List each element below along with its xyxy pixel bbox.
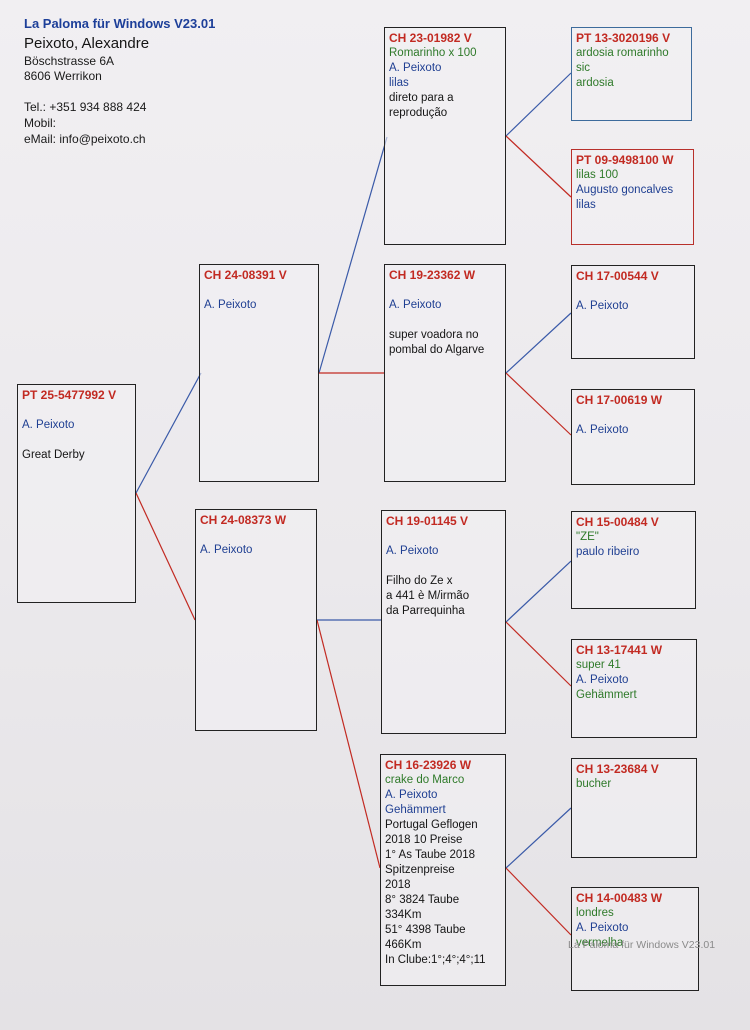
dam-card: CH 24-08373 W A. Peixoto	[195, 509, 317, 731]
color-text: vermelha	[576, 937, 624, 949]
note-line: Portugal Geflogen	[385, 819, 478, 831]
great-grandparent-card-7: CH 13-23684 V bucher	[571, 758, 697, 858]
owner-phone: Tel.: +351 934 888 424	[24, 100, 147, 114]
ring-number: CH 23-01982 V	[389, 31, 472, 45]
note-line: Great Derby	[22, 449, 85, 461]
breeder-name: Augusto goncalves	[576, 184, 674, 196]
breeder-name: A. Peixoto	[576, 674, 629, 686]
note-line: direto para a	[389, 92, 454, 104]
line-text: londres	[576, 907, 614, 919]
dam-dam-card: CH 16-23926 W crake do Marco A. Peixoto …	[380, 754, 506, 986]
note-line: pombal do Algarve	[389, 344, 485, 356]
breeder-name: A. Peixoto	[389, 299, 442, 311]
connector-g6	[505, 621, 572, 687]
great-grandparent-card-3: CH 17-00544 V A. Peixoto	[571, 265, 695, 359]
connector-g8	[505, 867, 572, 936]
connector-g5	[505, 560, 572, 623]
note-line: 2018	[385, 879, 411, 891]
note-line: Spitzenpreise	[385, 864, 455, 876]
great-grandparent-card-2: PT 09-9498100 W lilas 100 Augusto goncal…	[571, 149, 694, 245]
color-text: Gehämmert	[576, 689, 637, 701]
app-title: La Paloma für Windows V23.01	[24, 16, 216, 31]
note-line: reprodução	[389, 107, 448, 119]
ring-number: CH 24-08373 W	[200, 513, 287, 527]
owner-mobile: Mobil:	[24, 116, 57, 130]
ring-number: PT 13-3020196 V	[576, 31, 671, 45]
great-grandparent-card-5: CH 15-00484 V "ZE" paulo ribeiro	[571, 511, 696, 609]
line-text: Romarinho x 100	[389, 47, 477, 59]
owner-name: Peixoto, Alexandre	[24, 35, 150, 52]
ring-number: CH 15-00484 V	[576, 515, 659, 529]
connector-dam	[135, 492, 196, 621]
color-text: sic	[576, 62, 591, 74]
great-grandparent-card-1: PT 13-3020196 V ardosia romarinho sic ar…	[571, 27, 692, 121]
line-text: super 41	[576, 659, 621, 671]
owner-street: Böschstrasse 6A	[24, 54, 115, 68]
line-text: lilas 100	[576, 169, 619, 181]
connector-g7	[505, 807, 572, 869]
sire-card: CH 24-08391 V A. Peixoto	[199, 264, 319, 482]
breeder-name: paulo ribeiro	[576, 546, 640, 558]
ring-number: PT 09-9498100 W	[576, 153, 674, 167]
sire-sire-card: CH 23-01982 V Romarinho x 100 A. Peixoto…	[384, 27, 506, 245]
note-line: 51° 4398 Taube	[385, 924, 466, 936]
connector-sire	[135, 372, 202, 494]
line-text: "ZE"	[576, 531, 599, 543]
ring-number: PT 25-5477992 V	[22, 388, 117, 402]
connector-g3	[505, 312, 572, 374]
owner-email: eMail: info@peixoto.ch	[24, 132, 146, 146]
connector-g4	[505, 372, 572, 436]
note-line: 334Km	[385, 909, 422, 921]
breeder-name: A. Peixoto	[386, 545, 439, 557]
breeder-name: A. Peixoto	[576, 922, 629, 934]
breeder-name: A. Peixoto	[576, 300, 629, 312]
note-line: Filho do Ze x	[386, 575, 453, 587]
ring-number: CH 16-23926 W	[385, 758, 472, 772]
breeder-name: A. Peixoto	[200, 544, 253, 556]
watermark-text: La Paloma für Windows V23.01	[568, 939, 716, 951]
ring-number: CH 13-23684 V	[576, 762, 659, 776]
note-line: 8° 3824 Taube	[385, 894, 460, 906]
connector-sire-sire	[318, 136, 388, 374]
connector-dam-dam	[316, 619, 381, 869]
ring-number: CH 17-00544 V	[576, 269, 659, 283]
sire-dam-card: CH 19-23362 W A. Peixoto super voadora n…	[384, 264, 506, 482]
line-text: bucher	[576, 778, 612, 790]
note-line: In Clube:1°;4°;4°;11	[385, 954, 486, 966]
connector-g2	[505, 135, 572, 198]
breeder-name: A. Peixoto	[22, 419, 75, 431]
line-text: ardosia romarinho	[576, 47, 669, 59]
line-text: crake do Marco	[385, 774, 465, 786]
great-grandparent-card-6: CH 13-17441 W super 41 A. Peixoto Gehämm…	[571, 639, 697, 738]
color-text: lilas	[389, 77, 409, 89]
color-text: Gehämmert	[385, 804, 446, 816]
color-text: lilas	[576, 199, 596, 211]
connector-g1	[505, 72, 572, 137]
breeder-name: A. Peixoto	[204, 299, 257, 311]
ring-number: CH 17-00619 W	[576, 393, 663, 407]
note-line: 466Km	[385, 939, 422, 951]
dam-sire-card: CH 19-01145 V A. Peixoto Filho do Ze x a…	[381, 510, 506, 734]
ring-number: CH 14-00483 W	[576, 891, 663, 905]
ring-number: CH 19-01145 V	[386, 514, 469, 528]
subject-card: PT 25-5477992 V A. Peixoto Great Derby	[17, 384, 136, 603]
ring-number: CH 13-17441 W	[576, 643, 663, 657]
breeder-name: A. Peixoto	[389, 62, 442, 74]
great-grandparent-card-4: CH 17-00619 W A. Peixoto	[571, 389, 695, 485]
ring-number: CH 24-08391 V	[204, 268, 287, 282]
owner-city: 8606 Werrikon	[24, 69, 102, 83]
great-grandparent-card-8: CH 14-00483 W londres A. Peixoto vermelh…	[571, 887, 699, 991]
note-line: 1° As Taube 2018	[385, 849, 476, 861]
breeder-name: A. Peixoto	[385, 789, 438, 801]
note-line: super voadora no	[389, 329, 479, 341]
ring-number: CH 19-23362 W	[389, 268, 476, 282]
note-line: 2018 10 Preise	[385, 834, 463, 846]
breeder-name: A. Peixoto	[576, 424, 629, 436]
note-line: a 441 è M/irmão	[386, 590, 470, 602]
note-line: da Parrequinha	[386, 605, 465, 617]
color-text: ardosia	[576, 77, 614, 89]
